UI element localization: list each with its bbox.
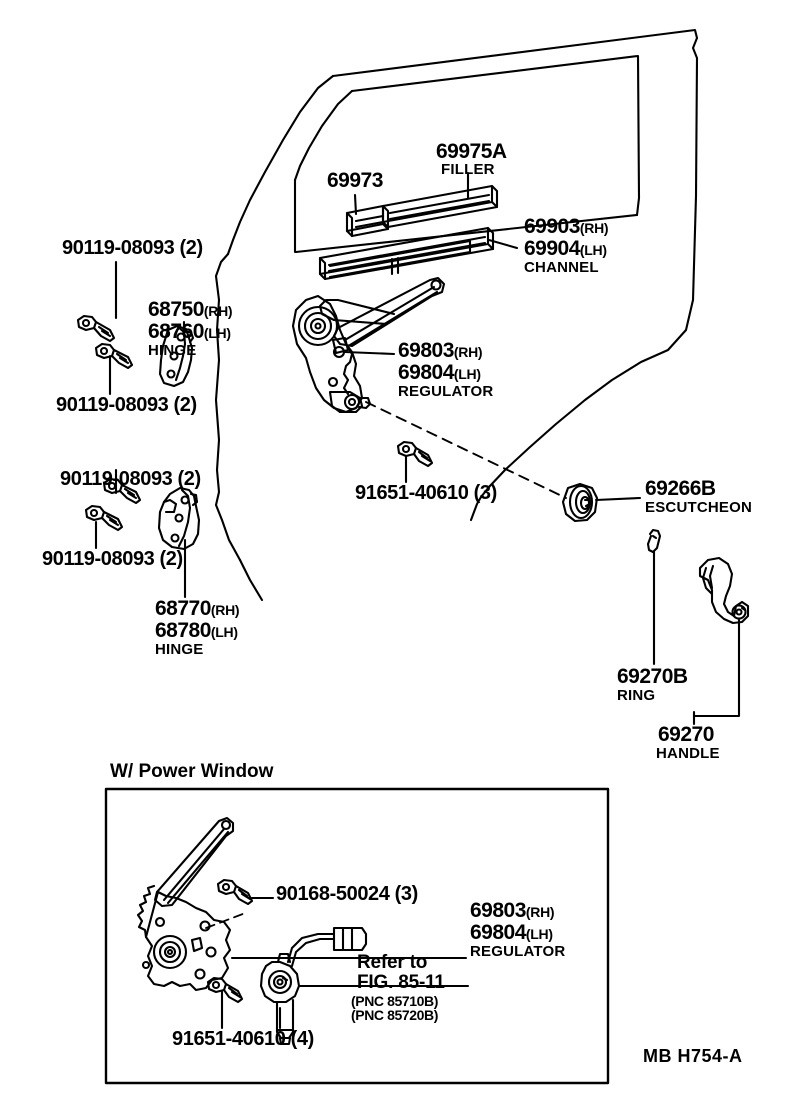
inset-bolt-90168 bbox=[216, 878, 254, 906]
label-68780-part-number: 68780 bbox=[155, 619, 211, 643]
leader-dashed-regulator-escutcheon bbox=[365, 401, 567, 499]
label-68770-side: (RH) bbox=[210, 602, 240, 618]
door-panel-outline bbox=[214, 28, 699, 602]
bolt-90119-lower-b bbox=[84, 504, 124, 532]
label-hinge-lower-name: HINGE bbox=[155, 641, 204, 659]
inset-leader-dashed bbox=[205, 911, 249, 929]
label-regulator-main: 69803(RH) 69804(LH) REGULATOR bbox=[398, 339, 494, 401]
label-68780-side: (LH) bbox=[210, 624, 238, 641]
label-69903-side: (RH) bbox=[579, 220, 609, 236]
part-68770-hinge-lower bbox=[157, 486, 201, 551]
part-69266B-escutcheon bbox=[561, 482, 599, 523]
inset-refer-block: Refer to FIG. 85-11 (PNC 85710B) (PNC 85… bbox=[351, 952, 445, 1022]
part-69270-handle bbox=[698, 556, 750, 625]
inset-box bbox=[104, 787, 610, 1085]
label-69270B-name: RING bbox=[617, 687, 656, 704]
label-screw-91651-main: 91651-40610 (3) bbox=[355, 482, 497, 504]
label-hinge-upper: 68750(RH) 68760(LH) HINGE bbox=[148, 298, 233, 360]
label-bolt-90119-upper-1: 90119-08093 (2) bbox=[62, 237, 203, 259]
label-inset-69803-side: (RH) bbox=[525, 904, 555, 920]
label-69803-part-number: 69803 bbox=[398, 339, 454, 362]
inset-refer-pnc1: (PNC 85710B) bbox=[351, 993, 439, 1009]
label-inset-69804-side: (LH) bbox=[525, 926, 553, 943]
label-69266B-part-number: 69266B bbox=[645, 477, 716, 500]
inset-refer-pnc2: (PNC 85720B) bbox=[351, 1007, 439, 1023]
label-68760-side: (LH) bbox=[203, 325, 231, 342]
label-69973-part-number: 69973 bbox=[327, 169, 383, 192]
label-69904-side: (LH) bbox=[579, 242, 607, 259]
part-69270B-ring bbox=[646, 528, 662, 554]
bolt-90119-upper-b bbox=[94, 342, 134, 370]
label-69904-part-number: 69904 bbox=[524, 237, 580, 261]
label-69266B-name: ESCUTCHEON bbox=[645, 499, 753, 516]
part-69973-weatherstrip bbox=[345, 204, 390, 238]
label-hinge-lower: 68770(RH) 68780(LH) HINGE bbox=[155, 597, 240, 659]
label-69804-side: (LH) bbox=[453, 366, 481, 383]
label-68750-part-number: 68750 bbox=[148, 298, 204, 321]
label-69270-name: HANDLE bbox=[656, 745, 720, 762]
label-bolt-90119-lower-2: 90119-08093 (2) bbox=[42, 548, 183, 570]
label-hinge-upper-name: HINGE bbox=[148, 342, 197, 360]
label-69270-part-number: 69270 bbox=[658, 723, 714, 746]
label-69975A-part-number: 69975A bbox=[436, 140, 507, 163]
label-68760-part-number: 68760 bbox=[148, 320, 204, 344]
label-69270B-part-number: 69270B bbox=[617, 665, 688, 688]
label-69903-part-number: 69903 bbox=[524, 215, 580, 238]
label-inset-screw-91651: 91651-40610 (4) bbox=[172, 1028, 314, 1050]
label-channel-name: CHANNEL bbox=[524, 259, 599, 277]
inset-part-69803-power-regulator bbox=[136, 816, 235, 992]
label-inset-69804-part-number: 69804 bbox=[470, 921, 526, 945]
bolt-90119-upper-a bbox=[76, 314, 116, 343]
screw-91651-main bbox=[396, 440, 434, 468]
label-inset-regulator: 69803(RH) 69804(LH) REGULATOR bbox=[470, 899, 566, 961]
label-69803-side: (RH) bbox=[453, 344, 483, 360]
part-69803-regulator bbox=[291, 276, 446, 414]
label-68770-part-number: 68770 bbox=[155, 597, 211, 620]
inset-title: W/ Power Window bbox=[110, 761, 274, 782]
part-69975A-filler bbox=[381, 184, 499, 229]
door-window-aperture bbox=[293, 54, 641, 254]
label-69804-part-number: 69804 bbox=[398, 361, 454, 385]
label-channel: 69903(RH) 69904(LH) CHANNEL bbox=[524, 215, 609, 277]
label-inset-69803-part-number: 69803 bbox=[470, 899, 526, 922]
label-bolt-90119-upper-2: 90119-08093 (2) bbox=[56, 394, 197, 416]
footer-diagram-code: MB H754-A bbox=[643, 1046, 743, 1066]
inset-screw-91651 bbox=[206, 976, 244, 1004]
label-69975A-name: FILLER bbox=[441, 161, 495, 178]
inset-refer-line1: Refer to bbox=[357, 952, 428, 973]
inset-refer-line2: FIG. 85-11 bbox=[357, 972, 445, 993]
inset-leader-lines bbox=[220, 896, 470, 1030]
label-inset-bolt-90168: 90168-50024 (3) bbox=[276, 883, 418, 905]
leader-lines bbox=[94, 171, 741, 726]
part-69903-channel bbox=[318, 226, 495, 281]
label-68750-side: (RH) bbox=[203, 303, 233, 319]
label-inset-regulator-name: REGULATOR bbox=[470, 943, 566, 961]
label-regulator-name: REGULATOR bbox=[398, 383, 494, 401]
label-bolt-90119-lower-1: 90119-08093 (2) bbox=[60, 468, 201, 490]
